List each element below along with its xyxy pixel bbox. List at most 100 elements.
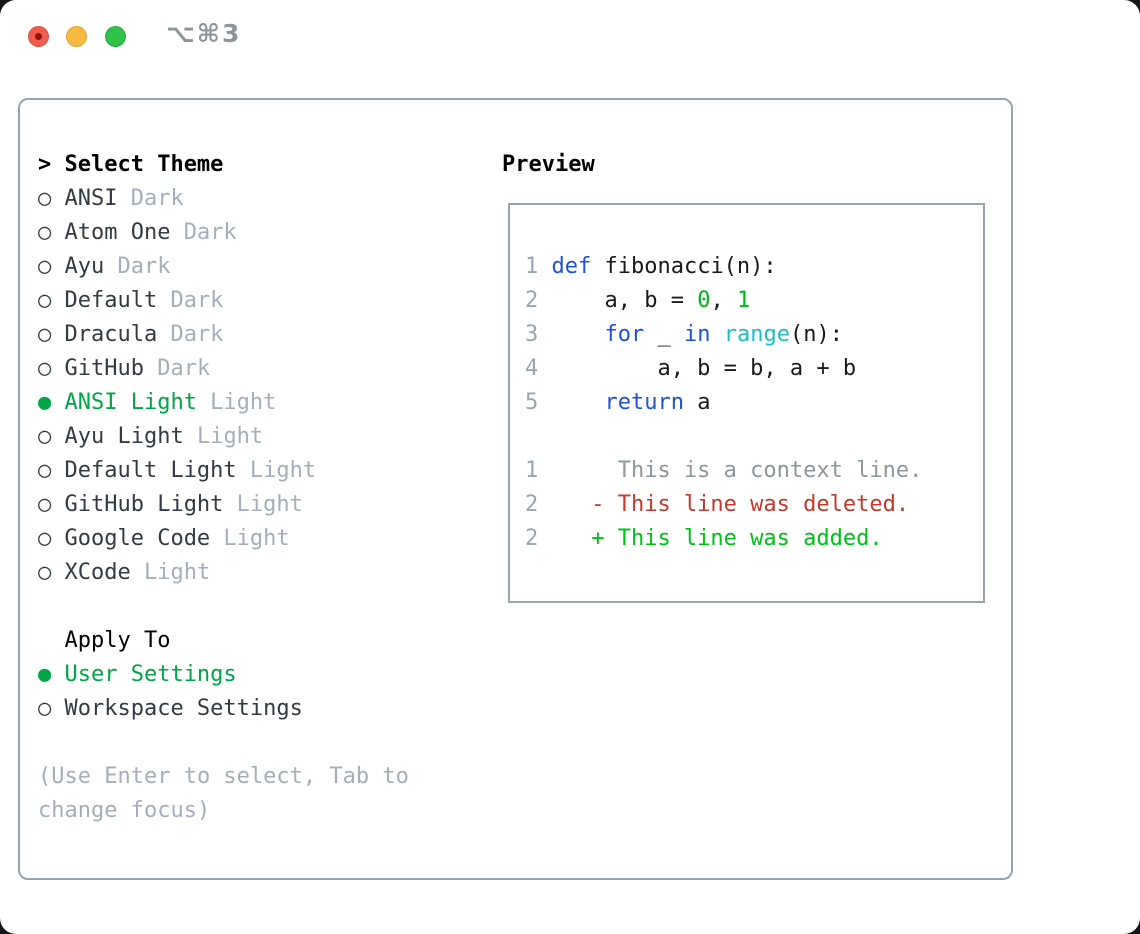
theme-variant-tag: Dark	[104, 254, 171, 279]
theme-variant-tag: Dark	[157, 322, 224, 347]
theme-option-ayu[interactable]: ○ Ayu Dark	[38, 250, 498, 284]
window-title: ⌥⌘3	[166, 19, 242, 48]
apply-option-user-settings[interactable]: ● User Settings	[38, 658, 498, 692]
code-segment: ,	[710, 288, 737, 313]
theme-option-label: ANSI Light	[64, 390, 197, 415]
theme-variant-tag: Light	[130, 560, 211, 585]
theme-variant-tag: Light	[210, 526, 290, 551]
code-segment	[551, 390, 604, 415]
code-segment: 1	[736, 288, 751, 313]
line-number: 2	[525, 526, 539, 551]
line-number: 1	[525, 458, 539, 483]
close-button-dot-icon	[35, 33, 42, 40]
theme-option-label: Google Code	[64, 526, 211, 551]
code-segment: a, b =	[551, 288, 698, 313]
code-segment: - This line was deleted.	[551, 492, 910, 517]
code-segment: range	[723, 322, 790, 347]
preview-line: 3 for _ in range(n):	[525, 318, 983, 352]
line-number: 4	[525, 356, 539, 381]
radio-icon: ○	[38, 696, 52, 721]
theme-variant-tag: Light	[236, 458, 317, 483]
code-segment: for	[604, 322, 645, 347]
theme-variant-tag: Light	[223, 492, 303, 517]
apply-option-label: User Settings	[64, 662, 237, 687]
theme-option-github[interactable]: ○ GitHub Dark	[38, 352, 498, 386]
apply-option-workspace-settings[interactable]: ○ Workspace Settings	[38, 692, 498, 726]
help-line: (Use Enter to select, Tab to	[38, 764, 409, 789]
preview-blank-line	[525, 420, 983, 454]
apply-to-header: Apply To	[64, 628, 171, 653]
radio-icon: ○	[38, 424, 52, 449]
radio-selected-icon: ●	[38, 390, 52, 415]
theme-option-label: Default	[64, 288, 158, 313]
radio-icon: ○	[38, 288, 52, 313]
radio-icon: ○	[38, 220, 52, 245]
code-segment: _	[644, 322, 684, 347]
code-segment: a	[683, 390, 711, 415]
preview-line: 2 - This line was deleted.	[525, 488, 983, 522]
theme-option-label: Ayu	[64, 254, 105, 279]
theme-option-label: Ayu Light	[64, 424, 184, 449]
theme-picker: >Select Theme ○ANSI Dark○Atom One Dark○A…	[38, 148, 498, 828]
apply-to-list: ● User Settings ○ Workspace Settings	[38, 658, 498, 726]
theme-option-label: XCode	[64, 560, 131, 585]
code-segment: + This line was added.	[551, 526, 883, 551]
preview-header: Preview	[502, 152, 595, 177]
theme-option-dracula[interactable]: ○Dracula Dark	[38, 318, 498, 352]
apply-option-label: Workspace Settings	[64, 696, 303, 721]
code-segment	[551, 322, 604, 347]
maximize-button[interactable]	[105, 26, 126, 47]
theme-option-label: Atom One	[64, 220, 171, 245]
theme-option-google-code[interactable]: ○Google Code Light	[38, 522, 498, 556]
theme-option-xcode[interactable]: ○ XCode Light	[38, 556, 498, 590]
preview-line: 1 def fibonacci(n):	[525, 250, 983, 284]
close-button[interactable]	[28, 26, 49, 47]
theme-list: ○ANSI Dark○Atom One Dark○Ayu Dark○Defaul…	[38, 182, 498, 590]
radio-icon: ○	[38, 458, 52, 483]
theme-option-ansi[interactable]: ○ANSI Dark	[38, 182, 498, 216]
code-segment: in	[683, 322, 711, 347]
theme-option-default-light[interactable]: ○Default Light Light	[38, 454, 498, 488]
code-segment: 0	[697, 288, 711, 313]
code-segment: fibonacci(n):	[591, 254, 777, 279]
select-theme-header: > Select Theme	[38, 148, 498, 182]
line-number: 5	[525, 390, 539, 415]
select-theme-title: Select Theme	[64, 152, 224, 177]
theme-variant-tag: Dark	[117, 186, 184, 211]
line-number: 1	[525, 254, 539, 279]
preview-line: 4 a, b = b, a + b	[525, 352, 983, 386]
help-line: change focus)	[38, 798, 211, 823]
spacer	[38, 590, 498, 624]
theme-option-ansi-light[interactable]: ●ANSI Light Light	[38, 386, 498, 420]
code-segment	[710, 322, 723, 347]
code-segment: return	[604, 390, 684, 415]
radio-icon: ○	[38, 186, 52, 211]
preview-line: 2 a, b = 0, 1	[525, 284, 983, 318]
theme-variant-tag: Light	[183, 424, 264, 449]
theme-variant-tag: Dark	[157, 288, 224, 313]
radio-icon: ○	[38, 492, 52, 517]
theme-option-default[interactable]: ○ Default Dark	[38, 284, 498, 318]
radio-selected-icon: ●	[38, 662, 52, 687]
theme-dialog: >Select Theme ○ANSI Dark○Atom One Dark○A…	[18, 98, 1013, 880]
radio-icon: ○	[38, 356, 52, 381]
theme-variant-tag: Dark	[143, 356, 211, 381]
code-segment: This is a context line.	[551, 458, 923, 483]
minimize-button[interactable]	[66, 26, 87, 47]
code-segment: def	[551, 254, 592, 279]
theme-option-github-light[interactable]: ○GitHub Light Light	[38, 488, 498, 522]
radio-icon: ○	[38, 254, 52, 279]
preview-line: 5 return a	[525, 386, 983, 420]
theme-option-atom-one[interactable]: ○Atom One Dark	[38, 216, 498, 250]
line-number: 2	[525, 492, 539, 517]
code-segment: (n):	[789, 322, 843, 347]
radio-icon: ○	[38, 560, 52, 585]
theme-option-label: GitHub	[64, 356, 144, 381]
spacer	[38, 726, 498, 760]
theme-option-ayu-light[interactable]: ○ Ayu Light Light	[38, 420, 498, 454]
code-segment: a, b = b, a + b	[551, 356, 857, 381]
prompt-icon: >	[38, 152, 52, 177]
